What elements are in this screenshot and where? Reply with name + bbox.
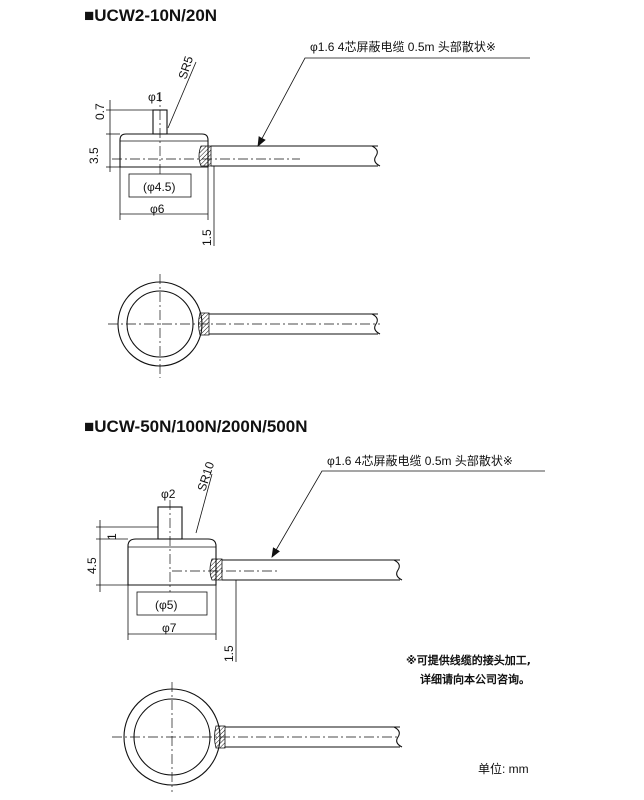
- section1-dim-phi-top: φ1: [148, 90, 163, 104]
- section2: ■UCW-50N/100N/200N/500N φ1.6 4芯屏蔽电缆 0.5m…: [84, 417, 545, 792]
- section1-cable-leader: [257, 57, 530, 147]
- section1-dim-inner: (φ4.5): [143, 180, 175, 194]
- section1-cable-boot: [198, 145, 212, 167]
- section2-top-cable-break: [393, 726, 403, 748]
- section1-title: ■UCW2-10N/20N: [84, 6, 217, 25]
- section1-inner-box: [128, 173, 192, 198]
- section2-cable-note: φ1.6 4芯屏蔽电缆 0.5m 头部散状※: [327, 453, 513, 468]
- section1-body: [119, 133, 209, 168]
- section2-body: [127, 538, 217, 586]
- section1-cable-break: [371, 145, 381, 167]
- section2-side-view: (φ5) φ7 1.5 1 4.5 φ2 SR10: [85, 460, 403, 662]
- section2-sr-leader: [195, 473, 213, 534]
- section2-cable-boot: [209, 558, 223, 581]
- section2-top-cable-boot: [214, 725, 226, 749]
- section2-dim-phi-top: φ2: [161, 487, 176, 501]
- section2-dim-outer: φ7: [162, 621, 177, 635]
- section1-dim-sr: SR5: [176, 54, 197, 81]
- section2-dim-inner: (φ5): [155, 598, 177, 612]
- footnote-line2: 详细请向本公司咨询。: [420, 672, 530, 686]
- section2-dim-sr: SR10: [195, 460, 218, 493]
- section1-dim-top-h: 0.7: [93, 103, 107, 120]
- footnote-line1: ※可提供线缆的接头加工,: [406, 653, 531, 667]
- section1-dim-body-h: 3.5: [87, 147, 101, 164]
- section1: ■UCW2-10N/20N φ1.6 4芯屏蔽电缆 0.5m 头部散状※ (φ4…: [84, 6, 530, 378]
- section2-dim-top-h: 1: [105, 533, 119, 540]
- unit-label: 单位: mm: [478, 761, 529, 776]
- section2-top-view: [112, 682, 403, 792]
- section1-top-view: [108, 274, 381, 378]
- section2-cable-leader: [271, 470, 545, 558]
- section1-top-cable-break: [371, 313, 381, 335]
- section1-top-cable-boot: [198, 312, 210, 336]
- section2-dim-cable-offset: 1.5: [222, 645, 236, 662]
- section2-cable-break: [393, 559, 403, 581]
- section1-dim-outer: φ6: [150, 202, 165, 216]
- section2-inner-box: [136, 591, 208, 616]
- section2-dim-body-h: 4.5: [85, 557, 99, 574]
- section1-dim-cable-offset: 1.5: [200, 229, 214, 246]
- section1-cable-note: φ1.6 4芯屏蔽电缆 0.5m 头部散状※: [310, 39, 496, 54]
- section1-sr-leader: [167, 61, 197, 129]
- section2-title: ■UCW-50N/100N/200N/500N: [84, 417, 307, 436]
- section1-side-view: (φ4.5) φ6 1.5 0.7 3.5 φ1 SR5: [87, 54, 381, 246]
